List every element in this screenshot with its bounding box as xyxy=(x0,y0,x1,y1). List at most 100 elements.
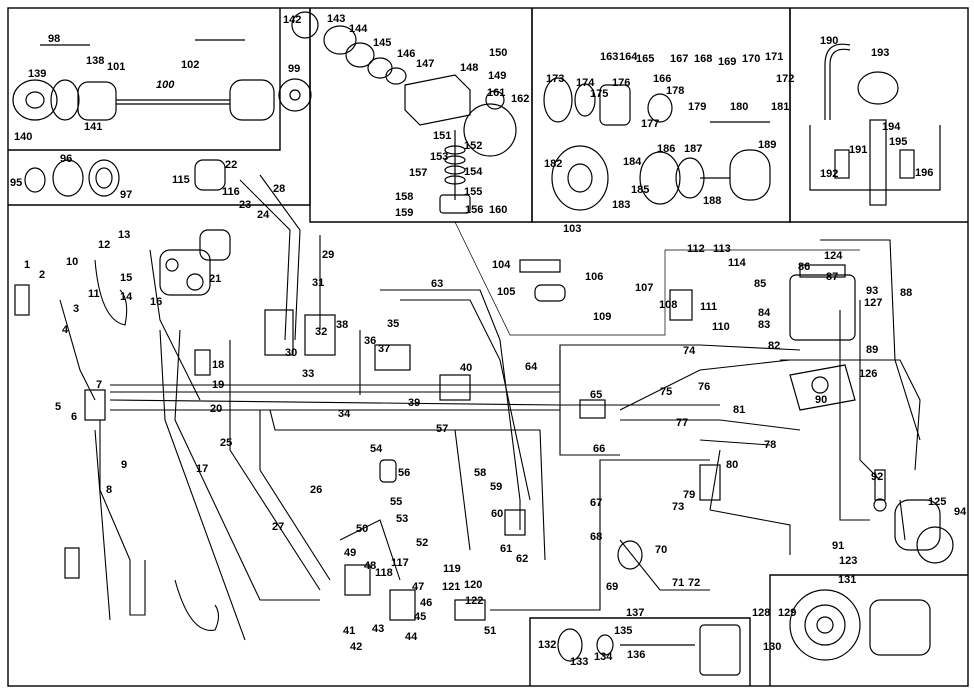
inset-bottom-right xyxy=(769,574,968,686)
callout-112: 112 xyxy=(687,243,705,255)
inset-lube xyxy=(789,8,968,223)
callout-189: 189 xyxy=(758,139,776,151)
callout-171: 171 xyxy=(765,51,783,63)
callout-28: 28 xyxy=(273,183,285,195)
callout-159: 159 xyxy=(395,207,413,219)
pipe-network xyxy=(59,174,921,641)
callout-105: 105 xyxy=(497,286,515,298)
callout-133: 133 xyxy=(570,656,588,668)
callout-labels: 1 2 3 4 5 6 7 8 9 10 11 12 13 14 15 16 1… xyxy=(10,13,967,668)
callout-149: 149 xyxy=(488,70,506,82)
callout-178: 178 xyxy=(666,85,684,97)
callout-158: 158 xyxy=(395,191,413,203)
outer-frame xyxy=(7,7,969,687)
brake-drum xyxy=(789,589,861,661)
callout-170: 170 xyxy=(742,53,760,65)
callout-43: 43 xyxy=(372,623,384,635)
callout-109: 109 xyxy=(593,311,611,323)
callout-183: 183 xyxy=(612,199,630,211)
callout-142: 142 xyxy=(283,14,301,26)
callout-153: 153 xyxy=(430,151,448,163)
bracket-plate xyxy=(789,364,856,411)
callout-172: 172 xyxy=(776,73,794,85)
callout-53: 53 xyxy=(396,513,408,525)
callout-152: 152 xyxy=(464,140,482,152)
callout-176: 176 xyxy=(612,77,630,89)
callout-130: 130 xyxy=(763,641,781,653)
callout-196: 196 xyxy=(915,167,933,179)
callout-47: 47 xyxy=(412,581,424,593)
callout-164: 164 xyxy=(619,51,638,63)
callout-69: 69 xyxy=(606,581,618,593)
callout-157: 157 xyxy=(409,167,427,179)
callout-8: 8 xyxy=(106,484,112,496)
callout-155: 155 xyxy=(464,186,482,198)
callout-67: 67 xyxy=(590,497,602,509)
callout-19: 19 xyxy=(212,379,224,391)
callout-132: 132 xyxy=(538,639,556,651)
callout-72: 72 xyxy=(688,577,700,589)
callout-65: 65 xyxy=(590,389,602,401)
callout-161: 161 xyxy=(487,87,505,99)
callout-41: 41 xyxy=(343,625,355,637)
callout-29: 29 xyxy=(322,249,334,261)
callout-51: 51 xyxy=(484,625,496,637)
callout-56: 56 xyxy=(398,467,410,479)
callout-138: 138 xyxy=(86,55,104,67)
callout-84: 84 xyxy=(758,307,771,319)
callout-50: 50 xyxy=(356,523,368,535)
callout-46: 46 xyxy=(420,597,432,609)
callout-78: 78 xyxy=(764,439,776,451)
callout-186: 186 xyxy=(657,143,675,155)
callout-179: 179 xyxy=(688,101,706,113)
callout-2: 2 xyxy=(39,269,45,281)
callout-106: 106 xyxy=(585,271,603,283)
callout-57: 57 xyxy=(436,423,448,435)
callout-111: 111 xyxy=(700,301,717,313)
callout-88: 88 xyxy=(900,287,912,299)
callout-91: 91 xyxy=(832,540,844,552)
callout-22: 22 xyxy=(225,159,237,171)
callout-99: 99 xyxy=(288,63,300,75)
callout-31: 31 xyxy=(312,277,324,289)
callout-160: 160 xyxy=(489,204,507,216)
callout-94: 94 xyxy=(954,506,967,518)
callout-145: 145 xyxy=(373,37,391,49)
callout-119: 119 xyxy=(443,563,461,575)
inset-valves xyxy=(531,8,791,223)
callout-193: 193 xyxy=(871,47,889,59)
callout-122: 122 xyxy=(465,595,483,607)
callout-62: 62 xyxy=(516,553,528,565)
callout-10: 10 xyxy=(66,256,78,268)
top-left-assembly xyxy=(12,39,312,197)
callout-80: 80 xyxy=(726,459,738,471)
callout-87: 87 xyxy=(826,271,838,283)
callout-86: 86 xyxy=(798,261,810,273)
callout-15: 15 xyxy=(120,272,132,284)
callout-169: 169 xyxy=(718,56,736,68)
callout-121: 121 xyxy=(442,581,460,593)
callout-4: 4 xyxy=(62,324,69,336)
callout-173: 173 xyxy=(546,73,564,85)
callout-96: 96 xyxy=(60,153,72,165)
callout-6: 6 xyxy=(71,411,77,423)
callout-49: 49 xyxy=(344,547,356,559)
callout-58: 58 xyxy=(474,467,486,479)
callout-89: 89 xyxy=(866,344,878,356)
callout-139: 139 xyxy=(28,68,46,80)
callout-191: 191 xyxy=(849,144,867,156)
callout-175: 175 xyxy=(590,88,608,100)
callout-140: 140 xyxy=(14,131,32,143)
callout-71: 71 xyxy=(672,577,684,589)
callout-98: 98 xyxy=(48,33,60,45)
callout-123: 123 xyxy=(839,555,857,567)
callout-16: 16 xyxy=(150,296,162,308)
callout-39: 39 xyxy=(408,397,420,409)
callout-102: 102 xyxy=(181,59,199,71)
callout-101: 101 xyxy=(107,61,125,73)
callout-144: 144 xyxy=(349,23,368,35)
callout-25: 25 xyxy=(220,437,232,449)
callout-90: 90 xyxy=(815,394,827,406)
callout-93: 93 xyxy=(866,285,878,297)
callout-20: 20 xyxy=(210,403,222,415)
